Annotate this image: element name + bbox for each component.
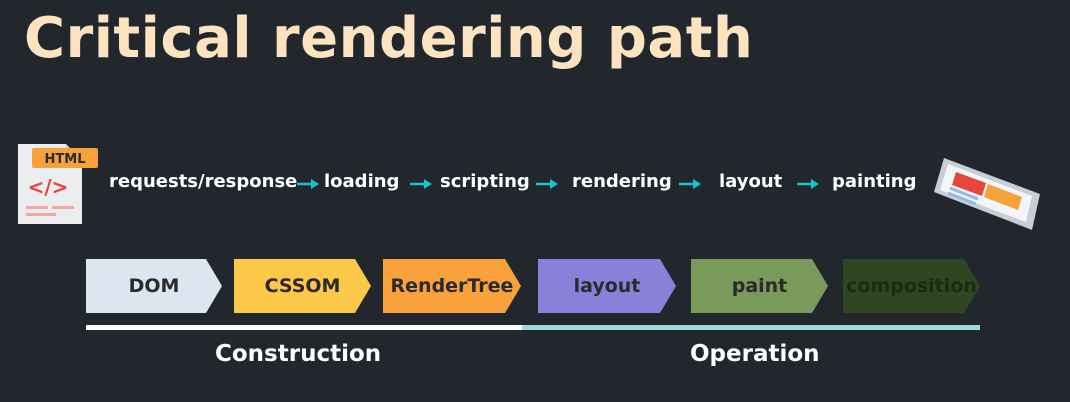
arrow-right-icon (410, 179, 432, 189)
stage-paint-label: paint (731, 275, 788, 297)
operation-phase-label: Operation (690, 341, 820, 367)
stage-paint: paint (691, 259, 828, 313)
flow-step-requests-response: requests/response (109, 171, 298, 192)
construction-underline (86, 325, 522, 330)
html-file-icon: HTML </> (12, 140, 102, 234)
stage-composition: composition (843, 259, 980, 313)
stage-render-tree-label: RenderTree (390, 275, 514, 297)
stage-cssom: CSSOM (234, 259, 371, 313)
page-title: Critical rendering path (24, 6, 754, 71)
flow-step-painting: painting (832, 171, 917, 192)
stage-layout-label: layout (573, 275, 641, 297)
tablet-device-icon (928, 152, 1052, 240)
stage-cssom-label: CSSOM (264, 275, 341, 297)
html-badge-text: HTML (45, 152, 86, 167)
flow-step-layout: layout (719, 171, 783, 192)
stage-dom-label: DOM (128, 275, 180, 297)
arrow-right-icon (536, 179, 558, 189)
flow-step-scripting: scripting (440, 171, 530, 192)
stage-layout: layout (538, 259, 676, 313)
stage-dom: DOM (86, 259, 222, 313)
construction-phase-label: Construction (215, 341, 382, 367)
stage-composition-label: composition (846, 275, 977, 297)
stage-render-tree: RenderTree (383, 259, 521, 313)
arrow-right-icon (679, 179, 701, 189)
flow-step-rendering: rendering (572, 171, 672, 192)
code-symbol-text: </> (28, 175, 69, 199)
operation-underline (522, 325, 980, 330)
arrow-right-icon (797, 179, 819, 189)
flow-step-loading: loading (324, 171, 400, 192)
arrow-right-icon (297, 179, 319, 189)
